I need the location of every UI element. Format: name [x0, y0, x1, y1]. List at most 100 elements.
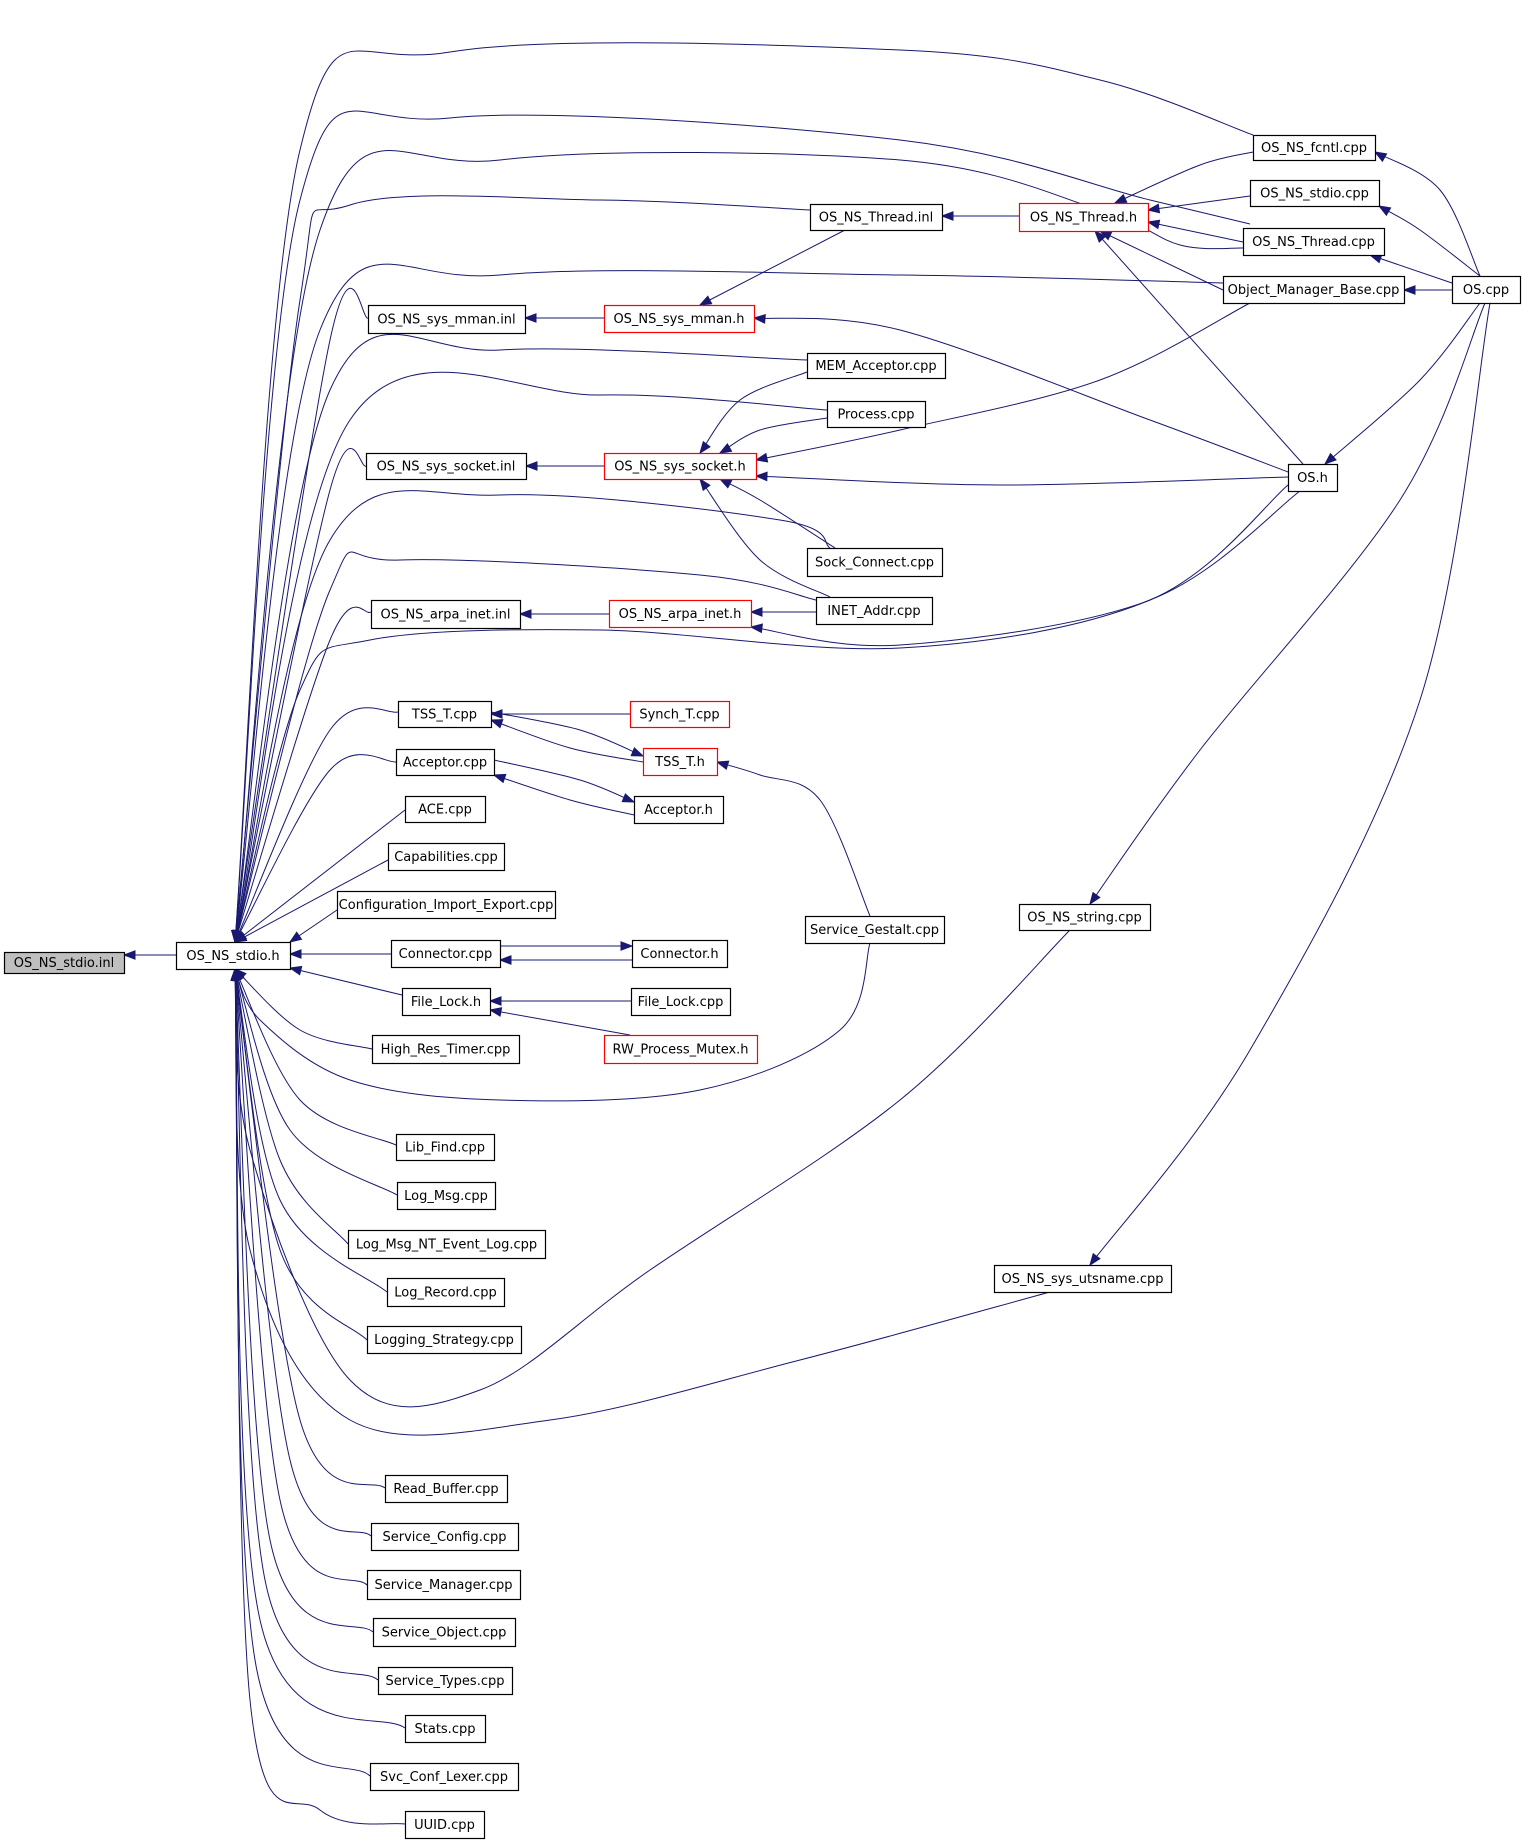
node-box — [377, 1666, 514, 1696]
graph-node[interactable]: Logging_Strategy.cpp — [366, 1325, 523, 1355]
graph-node[interactable]: OS_NS_Thread.cpp — [1242, 227, 1386, 257]
graph-node[interactable]: OS_NS_sys_mman.h — [603, 304, 756, 334]
graph-node[interactable]: Configuration_Import_Export.cpp — [336, 890, 557, 920]
edge-line — [234, 195, 811, 943]
graph-node[interactable]: Process.cpp — [826, 400, 927, 429]
graph-node[interactable]: OS_NS_arpa_inet.h — [608, 599, 753, 629]
edge-mem_acc-to-sock_h — [699, 371, 808, 455]
graph-node[interactable]: Log_Record.cpp — [386, 1277, 506, 1308]
graph-node[interactable]: Sock_Connect.cpp — [806, 547, 944, 578]
graph-node[interactable]: OS_NS_sys_utsname.cpp — [993, 1264, 1173, 1294]
edge-arrowhead — [718, 443, 733, 454]
graph-node[interactable]: TSS_T.cpp — [397, 700, 493, 729]
graph-node[interactable]: High_Res_Timer.cpp — [371, 1034, 521, 1065]
graph-node[interactable]: Service_Manager.cpp — [366, 1569, 522, 1601]
graph-node[interactable]: Acceptor.cpp — [395, 748, 496, 777]
graph-node[interactable]: Connector.cpp — [390, 939, 502, 969]
graph-node[interactable]: INET_Addr.cpp — [815, 596, 934, 626]
node-label: Log_Msg_NT_Event_Log.cpp — [356, 1238, 537, 1253]
node-label: OS_NS_sys_socket.inl — [377, 460, 516, 475]
graph-node[interactable]: OS.h — [1287, 463, 1339, 493]
edge-line — [719, 417, 828, 454]
edge-arrowhead — [1377, 205, 1392, 217]
edge-svc_gestalt-to-stdio_h — [234, 942, 871, 1102]
edge-rwpm-to-flock_h — [488, 1007, 631, 1036]
graph-node[interactable]: OS.cpp — [1451, 275, 1522, 305]
graph-node[interactable]: RW_Process_Mutex.h — [603, 1034, 759, 1065]
graph-node[interactable]: OS_NS_Thread.inl — [809, 203, 944, 232]
edge-arrowhead — [621, 793, 636, 803]
node-box — [366, 1569, 522, 1601]
node-box — [366, 1325, 523, 1355]
edge-arrowhead — [523, 313, 537, 323]
graph-node[interactable]: UUID.cpp — [404, 1810, 486, 1840]
graph-node[interactable]: Object_Manager_Base.cpp — [1222, 275, 1406, 305]
graph-node[interactable]: Service_Object.cpp — [372, 1617, 517, 1648]
graph-node[interactable]: Log_Msg_NT_Event_Log.cpp — [347, 1229, 547, 1260]
edge-arrowhead — [699, 477, 711, 492]
node-label: Service_Manager.cpp — [374, 1578, 512, 1593]
graph-node[interactable]: Service_Config.cpp — [370, 1522, 520, 1552]
graph-node[interactable]: OS_NS_Thread.h — [1018, 202, 1150, 233]
node-label: OS_NS_fcntl.cpp — [1261, 141, 1367, 156]
edge-line — [699, 478, 831, 598]
graph-node[interactable]: TSS_T.h — [642, 747, 719, 777]
graph-node[interactable]: Stats.cpp — [404, 1714, 487, 1744]
graph-node[interactable]: Service_Gestalt.cpp — [804, 915, 946, 945]
graph-node[interactable]: OS_NS_fcntl.cpp — [1252, 134, 1377, 162]
graph-node[interactable]: OS_NS_stdio.h — [175, 941, 292, 971]
edge-line — [234, 929, 1071, 1408]
graph-node[interactable]: OS_NS_string.cpp — [1018, 903, 1152, 932]
edge-arrowhead — [1089, 1252, 1101, 1267]
node-label: OS.h — [1297, 471, 1328, 486]
edge-line — [490, 719, 644, 763]
node-box — [630, 987, 732, 1017]
node-label: OS_NS_sys_mman.h — [613, 312, 744, 327]
edges-layer — [122, 42, 1491, 1825]
graph-node[interactable]: Read_Buffer.cpp — [384, 1474, 509, 1504]
graph-node[interactable]: OS_NS_stdio.cpp — [1249, 179, 1381, 208]
edge-tss_h-to-tss_cpp — [489, 719, 644, 763]
node-label: OS_NS_string.cpp — [1027, 911, 1142, 926]
edge-line — [289, 967, 403, 996]
node-box — [386, 1277, 506, 1308]
graph-node[interactable]: Connector.h — [631, 939, 729, 969]
node-label: Service_Object.cpp — [382, 1626, 507, 1641]
node-label: UUID.cpp — [414, 1818, 475, 1833]
graph-node[interactable]: ACE.cpp — [404, 795, 487, 824]
graph-node[interactable]: Capabilities.cpp — [387, 842, 506, 872]
graph-node[interactable]: Service_Types.cpp — [377, 1666, 514, 1696]
graph-node[interactable]: OS_NS_sys_mman.inl — [367, 304, 527, 335]
graph-node[interactable]: Acceptor.h — [633, 795, 725, 825]
edge-line — [1374, 151, 1481, 277]
edge-line — [234, 859, 389, 943]
graph-node[interactable]: Lib_Find.cpp — [395, 1133, 496, 1162]
edge-arrowhead — [754, 452, 769, 463]
graph-node[interactable]: File_Lock.h — [401, 987, 492, 1017]
edge-svc_mgr-to-stdio_h — [231, 967, 368, 1586]
edge-line — [234, 371, 828, 943]
node-label: TSS_T.cpp — [411, 708, 477, 723]
node-box — [804, 915, 946, 945]
graph-node[interactable]: OS_NS_sys_socket.h — [603, 452, 758, 481]
graph-node[interactable]: Log_Msg.cpp — [396, 1181, 497, 1211]
node-box — [395, 1133, 496, 1162]
edge-mem_acc-to-stdio_h — [232, 333, 808, 944]
graph-node[interactable]: Synch_T.cpp — [629, 700, 731, 729]
node-box — [404, 1810, 486, 1840]
edge-line — [234, 968, 379, 1681]
node-label: Stats.cpp — [415, 1722, 476, 1737]
graph-node[interactable]: File_Lock.cpp — [630, 987, 732, 1017]
graph-node[interactable]: MEM_Acceptor.cpp — [806, 352, 947, 380]
node-label: High_Res_Timer.cpp — [381, 1043, 511, 1058]
graph-node[interactable]: Svc_Conf_Lexer.cpp — [369, 1762, 520, 1792]
edge-arrowhead — [754, 471, 768, 482]
edge-line — [1094, 230, 1304, 465]
edge-line — [493, 774, 635, 816]
graph-node[interactable]: OS_NS_sys_socket.inl — [365, 452, 528, 481]
node-label: Svc_Conf_Lexer.cpp — [380, 1770, 508, 1785]
node-box — [1451, 275, 1522, 305]
graph-node[interactable]: OS_NS_arpa_inet.inl — [370, 599, 522, 630]
edge-flock_h-to-stdio_h — [288, 965, 403, 996]
node-box — [806, 547, 944, 578]
